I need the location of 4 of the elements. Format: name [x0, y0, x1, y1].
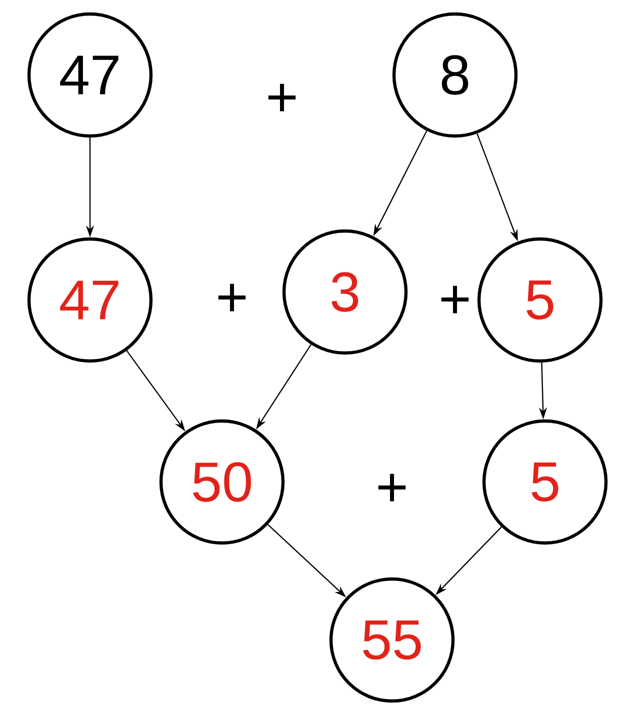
plus-sign: + [268, 84, 296, 112]
plus-sign: + [378, 474, 406, 502]
plus-sign: + [441, 286, 469, 314]
plus-sign: + [218, 284, 246, 312]
